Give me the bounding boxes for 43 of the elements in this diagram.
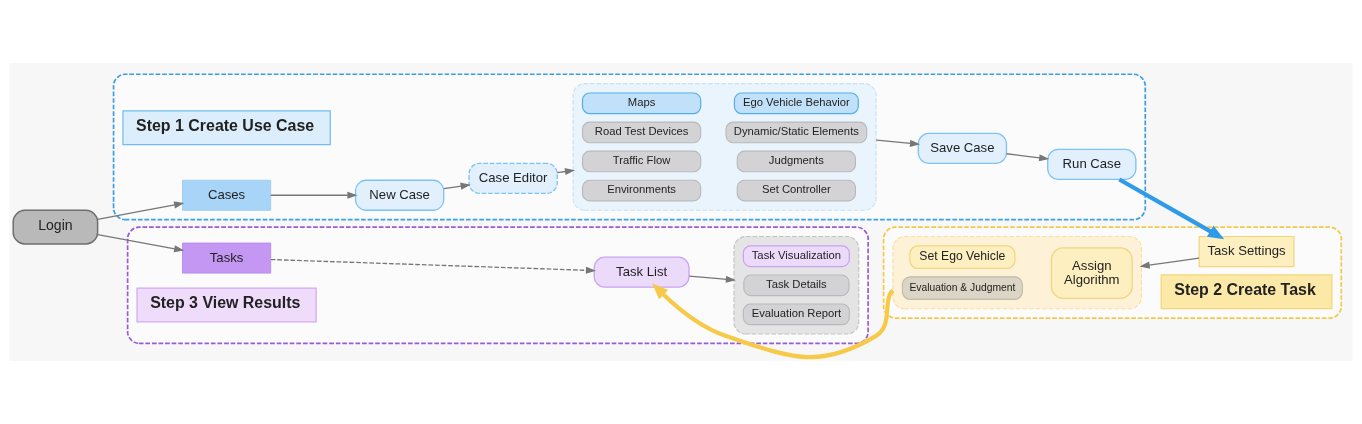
node-box: New Case bbox=[354, 179, 445, 211]
node-box: Maps bbox=[581, 92, 702, 115]
node-box: Set Ego Vehicle bbox=[909, 245, 1016, 269]
node-box: Assign Algorithm bbox=[1050, 247, 1133, 300]
cluster bbox=[892, 235, 1143, 310]
arrow bbox=[1005, 153, 1050, 162]
node-box: Task Settings bbox=[1198, 235, 1295, 268]
node-box: Case Editor bbox=[468, 162, 558, 195]
node-box: Run Case bbox=[1047, 148, 1137, 180]
arrow bbox=[875, 139, 921, 147]
node-box: Task Details bbox=[743, 274, 850, 297]
arrow bbox=[270, 191, 358, 199]
node-box: Dynamic/Static Elements bbox=[725, 121, 868, 144]
node-box: Task Visualization bbox=[742, 245, 850, 268]
node-box: Road Test Devices bbox=[581, 121, 702, 144]
node-box: Cases bbox=[182, 179, 272, 211]
node-box: Step 3 View Results bbox=[136, 287, 317, 323]
cluster bbox=[112, 73, 1147, 221]
node-box: Evaluation & Judgment bbox=[901, 276, 1023, 300]
node-box: Step 2 Create Task bbox=[1160, 274, 1333, 310]
node-box: Ego Vehicle Behavior bbox=[733, 92, 859, 115]
node-box: Environments bbox=[581, 179, 702, 202]
arrow bbox=[556, 168, 576, 176]
arrow bbox=[443, 182, 471, 190]
node-box: Evaluation Report bbox=[742, 303, 850, 326]
arrow bbox=[1118, 177, 1225, 240]
arrow bbox=[97, 201, 185, 220]
arrow bbox=[1139, 257, 1200, 269]
arrow bbox=[270, 258, 597, 274]
arrow bbox=[688, 275, 736, 283]
arrow bbox=[97, 234, 185, 253]
node-box: Login bbox=[12, 209, 99, 245]
node-box: Set Controller bbox=[736, 179, 856, 202]
cluster bbox=[572, 83, 877, 211]
node-box: Task List bbox=[593, 256, 690, 288]
arrow bbox=[652, 283, 895, 360]
cluster bbox=[733, 235, 860, 335]
cluster bbox=[126, 226, 869, 345]
node-box: Tasks bbox=[182, 242, 272, 274]
node-box: Judgments bbox=[736, 150, 856, 173]
node-box: Step 1 Create Use Case bbox=[122, 110, 331, 146]
node-box: Traffic Flow bbox=[581, 150, 702, 173]
node-box: Save Case bbox=[917, 132, 1008, 164]
